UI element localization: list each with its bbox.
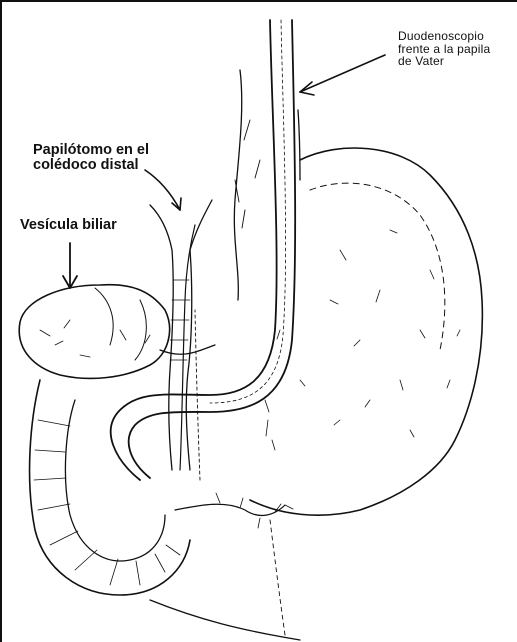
duodenum-folds xyxy=(34,420,180,585)
stomach-outline xyxy=(250,148,482,515)
hepatic-duct-left xyxy=(150,205,172,250)
papillotome-label-line2: colédoco distal xyxy=(33,158,149,173)
duodenoscope-label-line1: Duodenoscopio xyxy=(398,30,490,43)
gallbladder-label-line1: Vesícula biliar xyxy=(20,218,117,233)
duodenoscope-arrow xyxy=(300,55,385,95)
hepatic-duct-right xyxy=(190,200,212,250)
gallbladder-label: Vesícula biliar xyxy=(20,218,117,233)
duodenoscope-center-line xyxy=(210,20,286,403)
gallbladder-fold xyxy=(95,288,146,360)
duodenoscope-label-line3: de Vater xyxy=(398,55,490,68)
abdominal-wall-dashed xyxy=(270,520,285,635)
esophagus-wall-left xyxy=(234,70,241,300)
duodenoscope-label: Duodenoscopio frente a la papila de Vate… xyxy=(398,30,490,68)
pancreatic-duct xyxy=(175,504,285,515)
papillotome-label-line1: Papilótomo en el xyxy=(33,143,149,158)
duodenoscope-tube-outer xyxy=(111,20,277,480)
papillotome-arrow xyxy=(145,170,181,210)
esophagus-hatching xyxy=(235,120,260,228)
papillotome-label: Papilótomo en el colédoco distal xyxy=(33,143,149,173)
stomach-inner-fold xyxy=(310,183,445,350)
abdominal-wall xyxy=(150,600,300,640)
duodenoscope-tube-inner xyxy=(129,20,296,478)
gallbladder-outline xyxy=(19,285,169,379)
duodenum-inner xyxy=(65,400,165,561)
gallbladder-texture xyxy=(40,320,150,357)
esophagus-wall-right xyxy=(298,110,300,180)
gallbladder-arrow xyxy=(63,243,77,288)
cystic-duct xyxy=(160,345,215,354)
